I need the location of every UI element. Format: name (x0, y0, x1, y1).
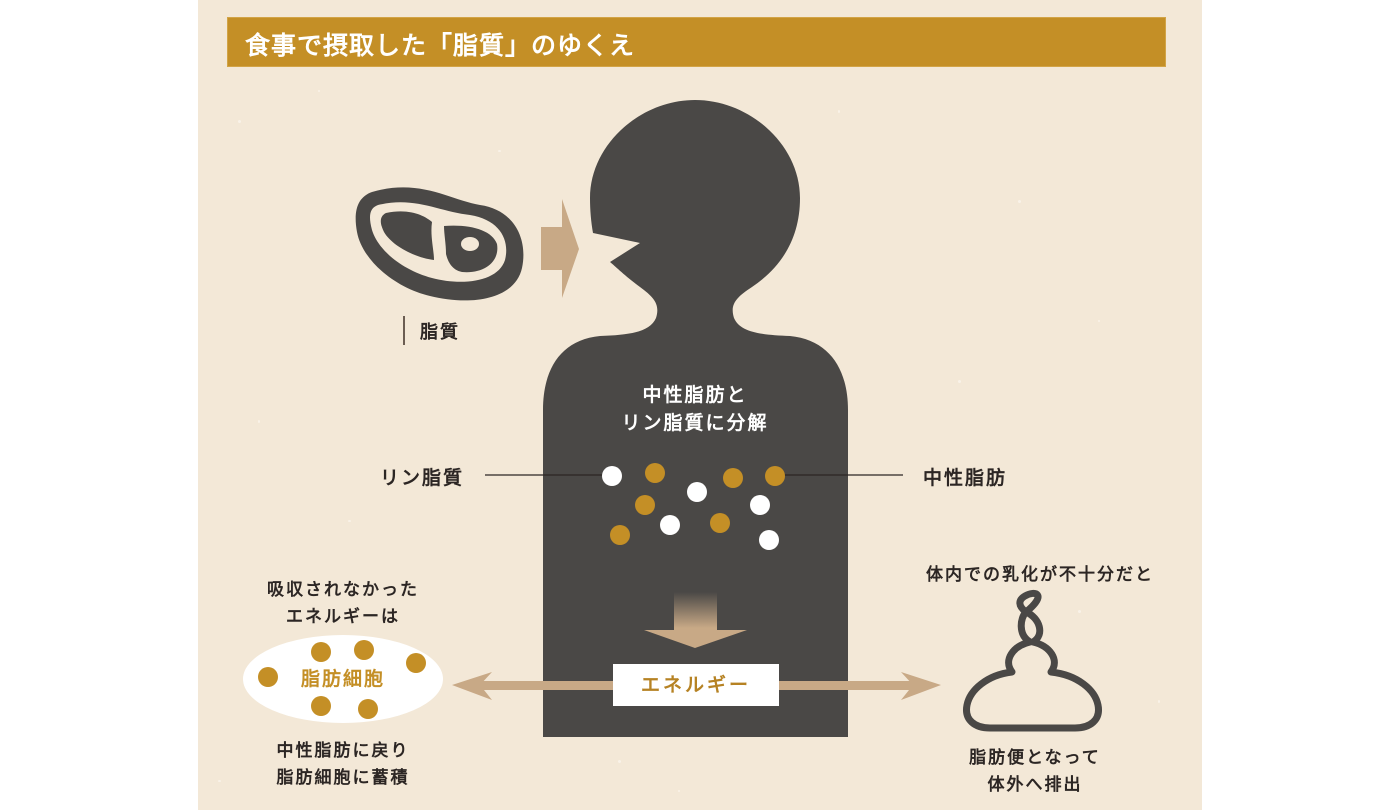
left-arrow-icon (452, 672, 492, 700)
page-title: 食事で摂取した「脂質」のゆくえ (245, 31, 636, 60)
fat-cell-label: 脂肪細胞 (300, 668, 385, 690)
right-outcome-heading: 体内での乳化が不十分だと (926, 565, 1154, 585)
fat-cell-icon (243, 635, 443, 723)
triglyceride-dot (645, 463, 665, 483)
stool-icon (963, 589, 1102, 732)
breakdown-text: 中性脂肪と リン脂質に分解 (560, 381, 830, 437)
food-label: 脂質 (420, 322, 460, 343)
left-outcome-caption: 中性脂肪に戻り 脂肪細胞に蓄積 (233, 738, 453, 792)
phospholipid-label: リン脂質 (380, 467, 465, 489)
phospholipid-dot (602, 466, 622, 486)
triglyceride-label: 中性脂肪 (923, 467, 1008, 489)
phospholipid-dot (687, 482, 707, 502)
breakdown-line-2: リン脂質に分解 (621, 412, 769, 434)
triglyceride-dot (635, 495, 655, 515)
triglyceride-dot (710, 513, 730, 533)
triglyceride-dot (765, 466, 785, 486)
down-arrow-shaft (674, 592, 717, 632)
breakdown-line-1: 中性脂肪と (642, 384, 748, 406)
phospholipid-dot (759, 530, 779, 550)
right-arrow-icon (901, 672, 941, 700)
triglyceride-dot (610, 525, 630, 545)
intake-arrow-icon (541, 199, 579, 298)
human-silhouette (543, 100, 848, 737)
left-heading-line-1: 吸収されなかった (267, 580, 419, 600)
down-arrow-icon (644, 630, 747, 648)
right-outcome-caption: 脂肪便となって 体外へ排出 (935, 745, 1135, 799)
right-caption-line-2: 体外へ排出 (987, 775, 1083, 795)
left-caption-line-1: 中性脂肪に戻り (276, 741, 410, 761)
left-outcome-heading: 吸収されなかった エネルギーは (243, 577, 443, 631)
right-caption-line-1: 脂肪便となって (969, 748, 1101, 768)
phospholipid-dot (750, 495, 770, 515)
energy-label-box: エネルギー (613, 664, 779, 706)
left-heading-line-2: エネルギーは (286, 607, 400, 627)
energy-label: エネルギー (640, 674, 751, 696)
phospholipid-dot (660, 515, 680, 535)
left-caption-line-2: 脂肪細胞に蓄積 (276, 768, 410, 788)
triglyceride-dot (723, 468, 743, 488)
title-bar: 食事で摂取した「脂質」のゆくえ (227, 17, 1166, 67)
molecule-dots (602, 463, 785, 550)
steak-icon (355, 187, 524, 301)
